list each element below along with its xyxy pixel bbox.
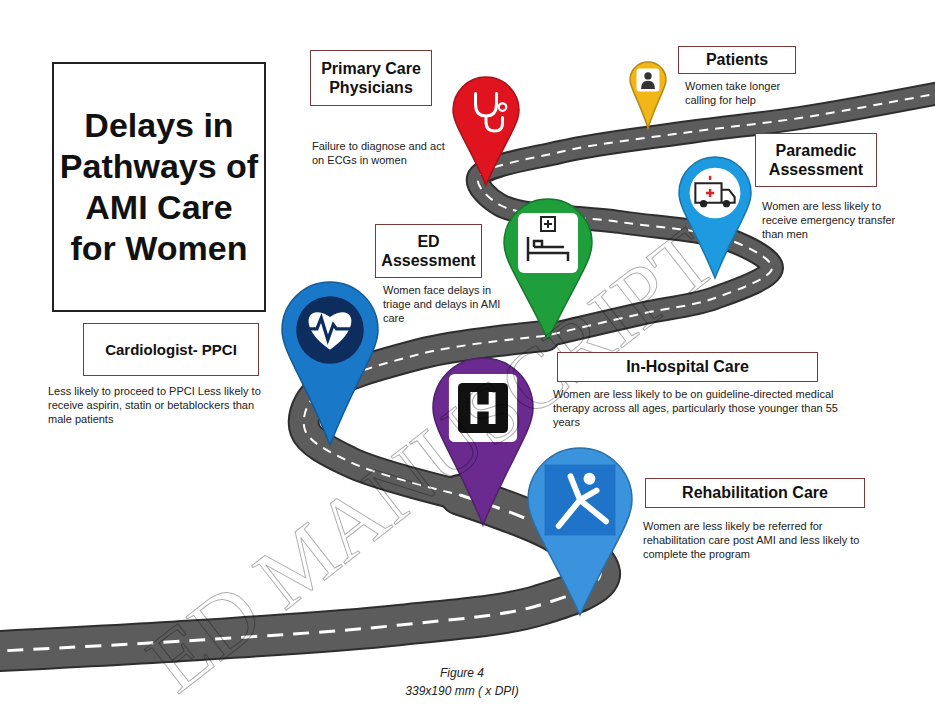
road (0, 92, 935, 652)
map-pin (528, 448, 632, 615)
stage-description: Women take longer calling for help (685, 80, 797, 108)
pin-icon (518, 213, 578, 273)
stage-heading: Primary Care Physicians (317, 59, 425, 97)
pin-icon (637, 69, 660, 92)
pin-icon (449, 374, 517, 442)
pin-shape (433, 358, 533, 525)
stage-description: Women are less likely to receive emergen… (762, 200, 907, 242)
stage-heading: Paramedic Assessment (762, 141, 870, 179)
pin-shape (679, 157, 751, 278)
stage-heading: In-Hospital Care (626, 357, 749, 376)
pin-shape (528, 448, 632, 615)
road-surface (0, 495, 600, 652)
stage-box: Cardiologist- PPCILess likely to proceed… (83, 323, 259, 376)
stage-box: In-Hospital CareWomen are less likely to… (557, 352, 818, 382)
stage-heading: ED Assessment (381, 232, 475, 270)
stage-heading: Cardiologist- PPCI (105, 341, 237, 359)
stage-description: Women are less likely be referred for re… (643, 520, 868, 562)
stage-box: Primary Care PhysiciansFailure to diagno… (310, 50, 432, 106)
pin-icon (545, 465, 616, 536)
pin-icon (690, 168, 741, 219)
pin-icon (476, 94, 507, 132)
pin-shape (504, 199, 592, 340)
pin-shape (282, 282, 378, 445)
stage-box: ED AssessmentWomen face delays in triage… (375, 224, 482, 278)
stage-box: Paramedic AssessmentWomen are less likel… (755, 133, 877, 187)
pin-icon (296, 296, 364, 364)
figure-caption: Figure 4 (362, 666, 562, 680)
caption-size-note: 339x190 mm ( x DPI) (362, 684, 562, 698)
map-pin (433, 358, 533, 525)
map-pin (504, 199, 592, 340)
stage-box: Rehabilitation CareWomen are less likely… (645, 478, 865, 508)
stage-box: PatientsWomen take longer calling for he… (678, 46, 796, 74)
pins (282, 62, 751, 615)
stage-description: Women are less likely to be on guideline… (553, 388, 853, 430)
road-edge (0, 495, 600, 652)
map-pin (679, 157, 751, 278)
title-text: Delays in Pathways of AMI Care for Women (58, 105, 260, 268)
pin-shape (453, 77, 519, 185)
stage-heading: Rehabilitation Care (682, 483, 828, 502)
stage-description: Less likely to proceed to PPCI Less like… (48, 385, 263, 427)
stage-heading: Patients (706, 50, 768, 69)
map-pin (630, 62, 666, 128)
map-pin (453, 77, 519, 185)
stage-description: Failure to diagnose and act on ECGs in w… (312, 140, 452, 168)
road-centerline (0, 495, 600, 652)
stage-description: Women face delays in triage and delays i… (383, 284, 518, 326)
title-box: Delays in Pathways of AMI Care for Women (52, 62, 266, 312)
map-pin (282, 282, 378, 445)
pin-shape (630, 62, 666, 128)
